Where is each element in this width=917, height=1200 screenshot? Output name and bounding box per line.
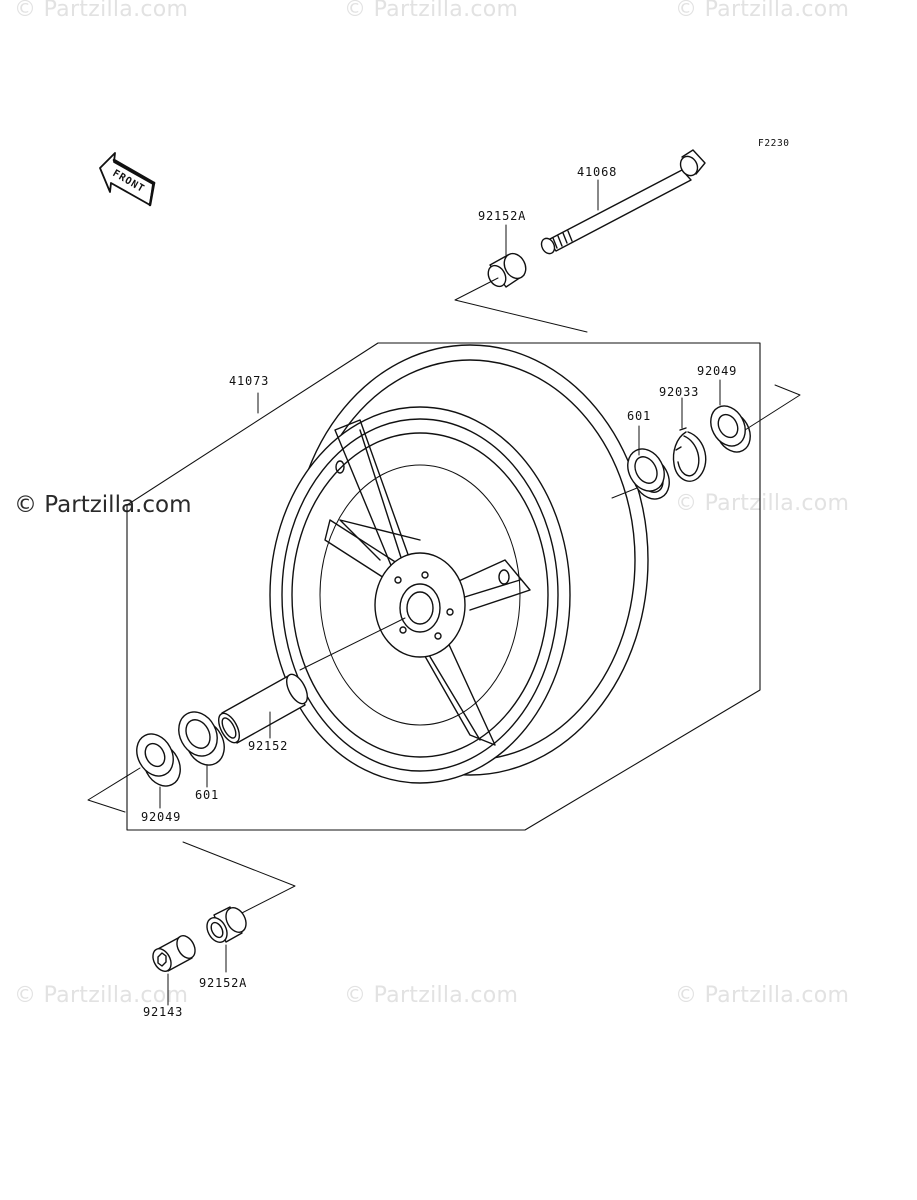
axle-collar-right: [487, 224, 527, 288]
oil-seal-right: [710, 379, 751, 453]
brand-watermark: © Partzilla.com: [14, 492, 192, 518]
bearing-right: [627, 425, 670, 500]
part-label-601-left: 601: [195, 788, 220, 802]
front-arrow-icon: [99, 152, 156, 207]
front-wheel: [269, 344, 649, 784]
circlip: [672, 397, 707, 482]
figure-code: F2230: [758, 138, 790, 149]
bearing-left: [178, 711, 225, 788]
part-label-92049-right: 92049: [697, 364, 738, 378]
watermark: © Partzilla.com: [14, 983, 189, 1008]
part-label-41073: 41073: [229, 374, 270, 388]
oil-seal-left: [136, 733, 181, 809]
axle-nut: [152, 935, 196, 1006]
part-label-92152a-left: 92152A: [199, 976, 248, 990]
part-label-92152: 92152: [248, 739, 289, 753]
part-label-41068: 41068: [577, 165, 618, 179]
watermark: © Partzilla.com: [14, 0, 189, 22]
watermark: © Partzilla.com: [344, 0, 519, 22]
axle-collar-left: [206, 906, 247, 973]
part-label-92049-left: 92049: [141, 810, 182, 824]
part-label-92033: 92033: [659, 385, 700, 399]
part-label-92143: 92143: [143, 1005, 184, 1019]
part-label-601-right: 601: [627, 409, 652, 423]
watermark: © Partzilla.com: [675, 0, 850, 22]
watermark: © Partzilla.com: [675, 983, 850, 1008]
inner-collar: [217, 673, 309, 744]
watermark: © Partzilla.com: [344, 983, 519, 1008]
front-arrow-label: FRONT: [111, 168, 147, 195]
watermark: © Partzilla.com: [675, 491, 850, 516]
part-label-92152a-right: 92152A: [478, 209, 527, 223]
front-axle: [540, 149, 706, 255]
